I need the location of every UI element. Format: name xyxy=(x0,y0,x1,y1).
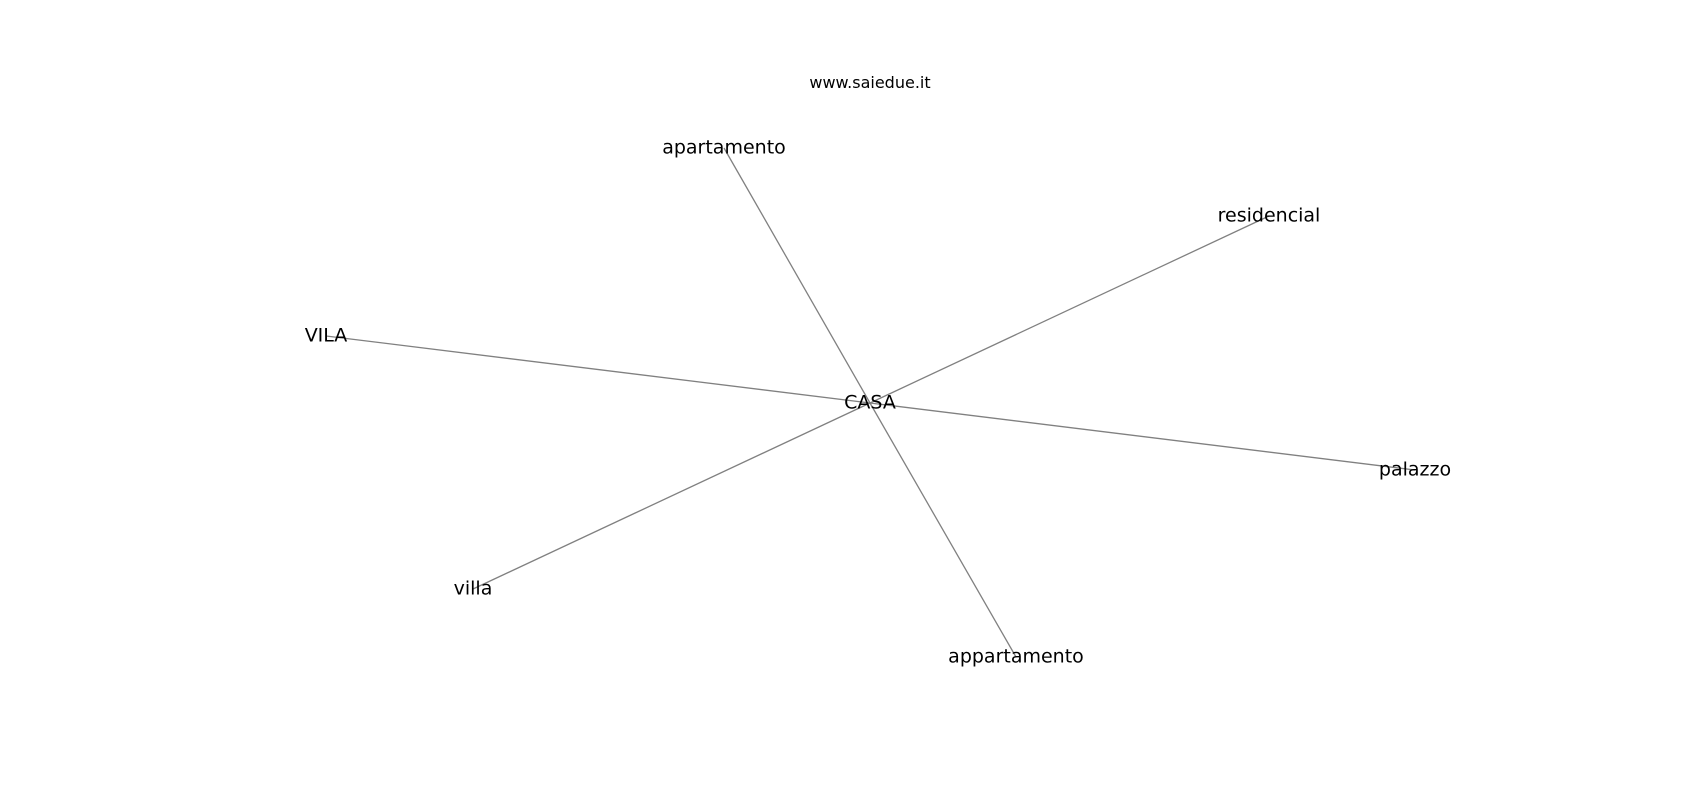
edge-center-villa xyxy=(472,402,871,590)
node-label-residencial: residencial xyxy=(1218,205,1321,227)
node-label-vila: VILA xyxy=(305,325,348,347)
edge-center-residencial xyxy=(869,215,1270,404)
node-label-palazzo: palazzo xyxy=(1379,459,1451,481)
edge-center-palazzo xyxy=(869,402,1416,471)
edge-center-apartamento xyxy=(723,147,871,404)
node-label-villa: villa xyxy=(454,578,493,600)
site-watermark: www.saiedue.it xyxy=(809,73,930,92)
edge-center-vila xyxy=(325,335,871,404)
edges-group xyxy=(325,147,1416,658)
edge-center-appartamento xyxy=(869,402,1017,658)
node-label-appartamento: appartamento xyxy=(948,646,1084,668)
center-node-label: CASA xyxy=(844,392,896,414)
node-label-apartamento: apartamento xyxy=(662,137,786,159)
